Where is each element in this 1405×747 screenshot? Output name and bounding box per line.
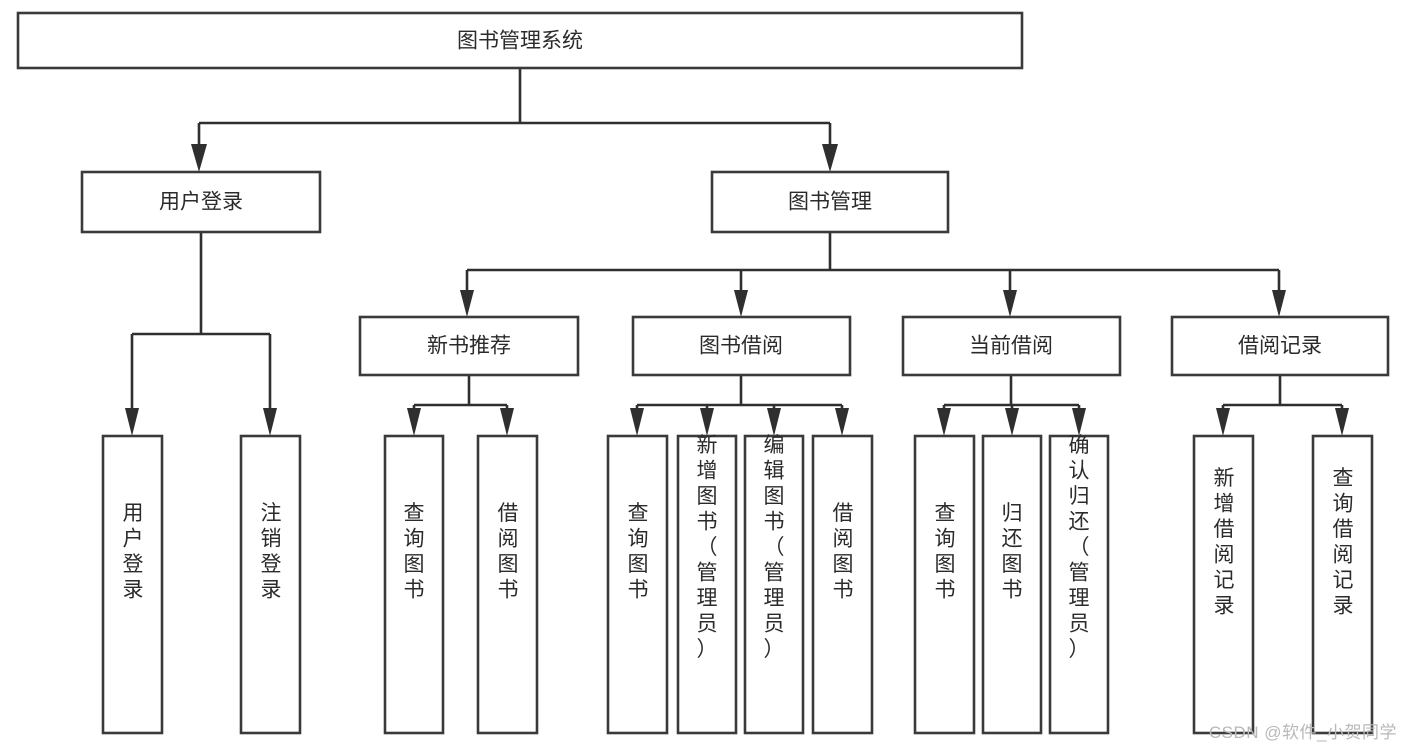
arrow-head-icon — [125, 408, 139, 436]
node-book-manage-box[interactable] — [710, 170, 950, 234]
leaf-add-record-box[interactable] — [1192, 434, 1255, 735]
arrow-head-icon — [1005, 408, 1019, 436]
leaf-borrow-book-2-label: 借阅图书 — [833, 502, 854, 602]
leaf-return-book-box[interactable] — [981, 434, 1043, 735]
leaf-return-book-label: 归还图书 — [1002, 502, 1023, 602]
leaf-logout-login[interactable]: 注销登录 — [239, 434, 302, 735]
leaf-borrow-book-1[interactable]: 借阅图书 — [476, 434, 539, 735]
leaf-confirm-return-label: 确认归还（管理员） — [1069, 434, 1090, 661]
leaf-query-book-2-label: 查询图书 — [628, 502, 649, 602]
leaf-query-book-1-label: 查询图书 — [404, 502, 425, 602]
leaf-query-book-2[interactable]: 查询图书 — [606, 434, 669, 735]
node-book-manage-label: 图书管理 — [788, 191, 872, 214]
node-current-borrow[interactable]: 当前借阅 — [901, 315, 1122, 377]
leaf-query-book-3-box[interactable] — [913, 434, 976, 735]
leaf-borrow-book-2[interactable]: 借阅图书 — [811, 434, 874, 735]
arrow-head-icon — [263, 408, 277, 436]
node-borrow-record[interactable]: 借阅记录 — [1170, 315, 1390, 377]
leaf-query-book-3-label: 查询图书 — [935, 502, 956, 602]
leaf-edit-book-label: 编辑图书（管理员） — [764, 434, 785, 661]
arrow-head-icon — [937, 408, 951, 436]
node-book-manage[interactable]: 图书管理 — [710, 170, 950, 234]
arrow-head-icon — [1072, 408, 1086, 436]
leaf-edit-book-box[interactable] — [743, 434, 805, 735]
node-book-borrow[interactable]: 图书借阅 — [631, 315, 852, 377]
leaf-query-book-3[interactable]: 查询图书 — [913, 434, 976, 735]
node-user-login[interactable]: 用户登录 — [80, 170, 322, 234]
leaf-add-book-label: 新增图书（管理员） — [697, 434, 718, 661]
leaf-query-record-box[interactable] — [1311, 434, 1374, 735]
node-user-login-box[interactable] — [80, 170, 322, 234]
node-new-book-rec-label: 新书推荐 — [427, 335, 511, 358]
arrow-head-icon — [500, 408, 514, 436]
node-new-book-rec-box[interactable] — [358, 315, 580, 377]
arrow-head-icon — [460, 290, 474, 317]
leaf-add-record[interactable]: 新增借阅记录 — [1192, 434, 1255, 735]
node-root[interactable]: 图书管理系统 — [16, 11, 1024, 70]
watermark: CSDN @软件_小贺同学 — [1208, 723, 1397, 742]
leaf-add-record-label: 新增借阅记录 — [1214, 467, 1235, 618]
leaf-confirm-return[interactable]: 确认归还（管理员） — [1048, 434, 1110, 735]
arrow-head-icon — [700, 408, 714, 436]
node-root-label: 图书管理系统 — [457, 30, 583, 53]
leaf-query-book-2-box[interactable] — [606, 434, 669, 735]
arrow-head-icon — [822, 144, 838, 172]
leaf-confirm-return-box[interactable] — [1048, 434, 1110, 735]
node-borrow-record-label: 借阅记录 — [1238, 335, 1322, 358]
node-current-borrow-label: 当前借阅 — [969, 335, 1053, 358]
leaf-user-login-label: 用户登录 — [123, 502, 144, 602]
arrow-head-icon — [407, 408, 421, 436]
leaf-add-book-box[interactable] — [676, 434, 738, 735]
leaf-logout-login-label: 注销登录 — [261, 502, 282, 602]
leaf-return-book[interactable]: 归还图书 — [981, 434, 1043, 735]
arrow-head-icon — [767, 408, 781, 436]
leaf-logout-login-box[interactable] — [239, 434, 302, 735]
leaf-query-book-1-box[interactable] — [383, 434, 445, 735]
node-root-box[interactable] — [16, 11, 1024, 70]
arrow-head-icon — [835, 408, 849, 436]
leaf-query-book-1[interactable]: 查询图书 — [383, 434, 445, 735]
leaf-query-record-label: 查询借阅记录 — [1333, 467, 1354, 618]
arrow-head-icon — [734, 290, 748, 317]
leaf-edit-book[interactable]: 编辑图书（管理员） — [743, 434, 805, 735]
arrow-head-icon — [191, 144, 207, 172]
arrow-head-icon — [1335, 408, 1349, 436]
leaf-user-login-box[interactable] — [101, 434, 164, 735]
arrow-head-icon — [1272, 290, 1286, 317]
leaf-add-book[interactable]: 新增图书（管理员） — [676, 434, 738, 735]
leaf-borrow-book-1-box[interactable] — [476, 434, 539, 735]
node-current-borrow-box[interactable] — [901, 315, 1122, 377]
arrow-head-icon — [1003, 290, 1017, 317]
node-book-borrow-label: 图书借阅 — [699, 335, 783, 358]
leaf-borrow-book-2-box[interactable] — [811, 434, 874, 735]
leaf-borrow-book-1-label: 借阅图书 — [498, 502, 519, 602]
arrow-head-icon — [1216, 408, 1230, 436]
node-user-login-label: 用户登录 — [159, 191, 243, 214]
node-new-book-rec[interactable]: 新书推荐 — [358, 315, 580, 377]
leaf-query-record[interactable]: 查询借阅记录 — [1311, 434, 1374, 735]
node-book-borrow-box[interactable] — [631, 315, 852, 377]
connectors-layer — [125, 68, 1349, 436]
arrow-head-icon — [630, 408, 644, 436]
leaf-user-login[interactable]: 用户登录 — [101, 434, 164, 735]
node-borrow-record-box[interactable] — [1170, 315, 1390, 377]
